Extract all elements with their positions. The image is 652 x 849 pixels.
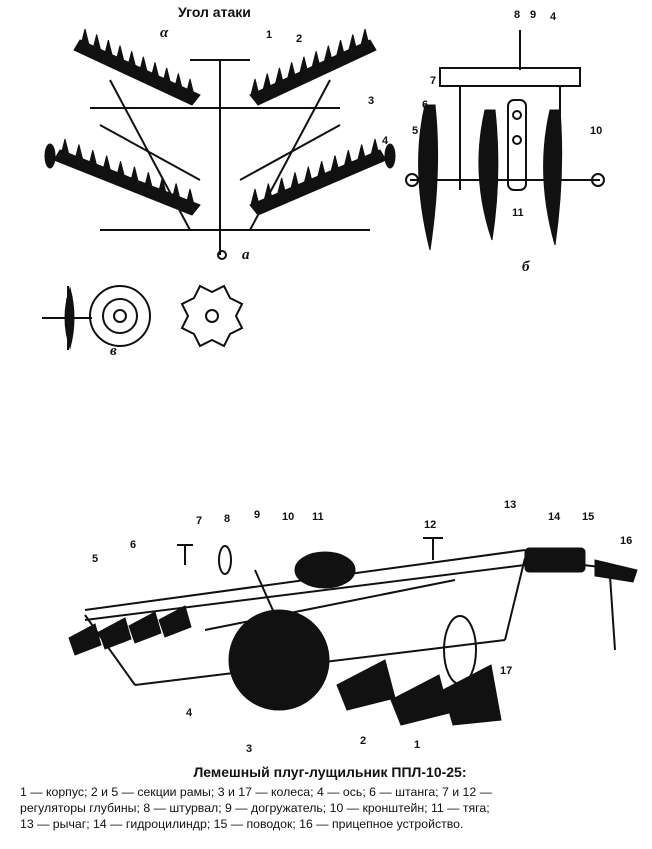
disc-blade-icon	[311, 51, 321, 68]
disc-blade-icon	[115, 45, 125, 63]
plow-label-15: 15	[582, 511, 595, 523]
plow-label-10: 10	[282, 511, 295, 523]
caption-line: 13 — рычаг; 14 — гидроцилиндр; 15 — пово…	[20, 817, 464, 831]
disc-blade-icon	[277, 177, 287, 195]
fig-v-letter: в	[110, 343, 117, 359]
disc-blade-icon	[138, 56, 148, 74]
fig-b-label-11: 11	[512, 207, 524, 219]
disc-blade-icon	[360, 28, 370, 46]
fig-b-label-4: 4	[550, 11, 557, 23]
caption-line: 1 — корпус; 2 и 5 — секции рамы; 3 и 17 …	[20, 785, 492, 799]
disc-blade-icon	[185, 78, 195, 96]
disc-blade-icon	[323, 45, 333, 63]
fig-b-label-5: 5	[412, 125, 419, 137]
disc-blade-icon	[103, 39, 113, 57]
plow-label-11: 11	[312, 511, 324, 523]
plow-label-5: 5	[92, 553, 99, 565]
disc-profiles	[42, 284, 244, 350]
disc-blade-icon	[335, 39, 346, 57]
fig-a-label-4: 4	[382, 135, 389, 147]
disc-blade-icon	[185, 188, 195, 206]
disc-blade-icon	[303, 166, 313, 184]
disc-blade-icon	[162, 67, 172, 85]
plow-label-1: 1	[414, 739, 421, 751]
disc-blade-icon	[330, 155, 340, 173]
disc-blade-icon	[157, 177, 167, 195]
disc-blade-icon	[317, 161, 327, 178]
caption: Лемешный плуг-лущильник ППЛ-10-25: 1 — к…	[20, 764, 640, 832]
fig-b-label-10: 10	[590, 125, 603, 137]
fig-a-label-3: 3	[368, 95, 375, 107]
plow-label-6: 6	[130, 539, 137, 551]
disc-blade-icon	[171, 183, 181, 200]
caption-line: регуляторы глубины; 8 — штурвал; 9 — дог…	[20, 801, 490, 815]
disc-blade-icon	[102, 155, 112, 173]
disc-blade-icon	[129, 166, 140, 184]
disc-blade-icon	[80, 28, 90, 46]
plow-label-7: 7	[196, 515, 203, 527]
disc-blade-icon	[150, 62, 160, 79]
disc-blade-icon	[299, 56, 309, 74]
disc-blade-icon	[60, 138, 70, 156]
fig-v-angle-label: α	[66, 291, 73, 305]
disc-blade-icon	[357, 144, 367, 162]
disc-blade-icon	[370, 138, 380, 156]
disc-blade-icon	[250, 78, 260, 96]
disc-harrow-top-view	[44, 28, 396, 260]
disc-blade-icon	[250, 188, 260, 206]
disc-blade-icon	[143, 172, 153, 189]
plow-label-8: 8	[224, 513, 231, 525]
plow-cultivator-drawing	[68, 537, 638, 726]
disc-blade-icon	[115, 161, 126, 178]
disc-blade-icon	[263, 183, 273, 200]
fig-b-letter: б	[522, 259, 530, 275]
disc-blade-icon	[92, 34, 102, 52]
fig-b-label-7: 7	[430, 75, 437, 87]
disc-blade-icon	[287, 62, 297, 79]
plow-label-17: 17	[500, 665, 513, 677]
plow-label-9: 9	[254, 509, 261, 521]
plow-label-3: 3	[246, 743, 253, 755]
caption-title: Лемешный плуг-лущильник ППЛ-10-25:	[193, 764, 467, 780]
fig-a-label-2: 2	[296, 33, 303, 45]
disc-blade-icon	[262, 73, 272, 90]
disc-blade-icon	[173, 73, 183, 90]
disc-blade-icon	[274, 67, 285, 85]
disc-blade-icon	[348, 34, 358, 52]
angle-label-a: α	[160, 25, 169, 41]
plow-label-16: 16	[620, 535, 633, 547]
plow-label-12: 12	[424, 519, 437, 531]
fig-a-label-1: 1	[266, 29, 273, 41]
disc-harrow-side-view	[405, 30, 605, 251]
fig-b-label-9: 9	[530, 9, 537, 21]
plow-label-13: 13	[504, 499, 517, 511]
plow-label-2: 2	[360, 735, 367, 747]
disc-blade-icon	[127, 51, 137, 68]
fig-b-label-6: 6	[422, 99, 429, 111]
plow-label-14: 14	[548, 511, 561, 523]
disc-blade-icon	[343, 149, 353, 167]
plow-label-4: 4	[186, 707, 193, 719]
disc-blade-icon	[74, 144, 84, 162]
fig-b-label-8: 8	[514, 9, 521, 21]
figure-title-attack-angle: Угол атаки	[178, 4, 251, 20]
disc-blade-icon	[88, 149, 98, 167]
fig-a-letter: а	[242, 247, 250, 263]
disc-blade-icon	[290, 172, 300, 189]
